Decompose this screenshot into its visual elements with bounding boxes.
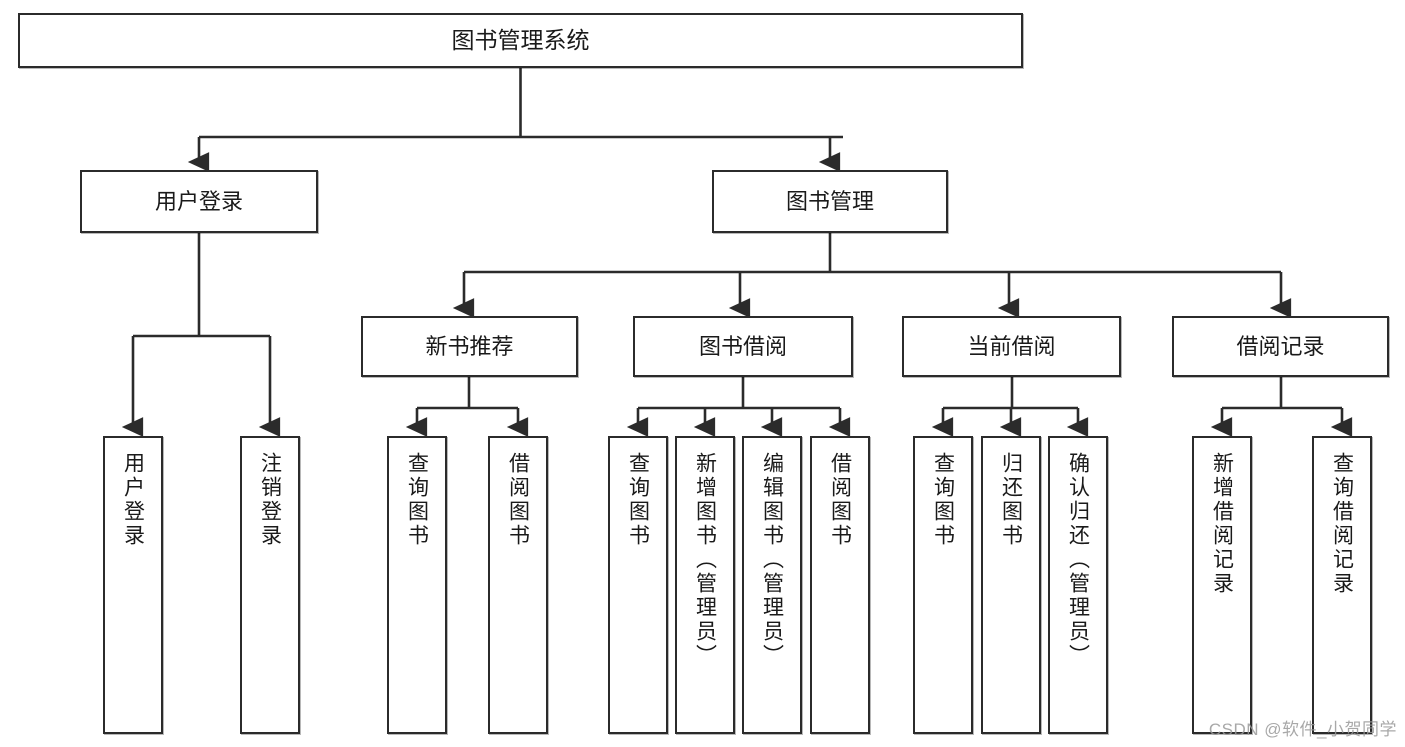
node-leaf-query-book-3[interactable]: 查询图书 (913, 436, 973, 734)
node-label: 当前借阅 (967, 333, 1056, 359)
node-label: 用户登录 (154, 188, 243, 214)
node-label: 借阅图书 (828, 452, 852, 548)
node-borrow-record[interactable]: 借阅记录 (1172, 316, 1389, 377)
node-label: 用户登录 (121, 452, 145, 548)
node-leaf-borrow-book-1[interactable]: 借阅图书 (488, 436, 548, 734)
node-new-book-recommend[interactable]: 新书推荐 (361, 316, 578, 377)
node-label: 查询借阅记录 (1330, 452, 1354, 596)
node-leaf-query-book-2[interactable]: 查询图书 (608, 436, 668, 734)
node-label: 查询图书 (931, 452, 955, 548)
node-label: 查询图书 (405, 452, 429, 548)
node-book-borrow[interactable]: 图书借阅 (633, 316, 853, 377)
node-user-login[interactable]: 用户登录 (80, 170, 318, 233)
node-label: 借阅图书 (506, 452, 530, 548)
watermark-text: CSDN @软件_小贺同学 (1208, 720, 1397, 739)
node-label: 图书管理系统 (451, 26, 590, 53)
node-leaf-add-book[interactable]: 新增图书（管理员） (675, 436, 735, 734)
node-leaf-query-book-1[interactable]: 查询图书 (387, 436, 447, 734)
node-root-system[interactable]: 图书管理系统 (18, 13, 1023, 68)
node-leaf-logout[interactable]: 注销登录 (240, 436, 300, 734)
node-book-management[interactable]: 图书管理 (712, 170, 948, 233)
node-label: 图书借阅 (698, 333, 787, 359)
node-leaf-confirm-return[interactable]: 确认归还（管理员） (1048, 436, 1108, 734)
node-label: 归还图书 (999, 452, 1023, 548)
node-label: 注销登录 (258, 452, 282, 548)
node-label: 确认归还（管理员） (1066, 452, 1090, 668)
node-label: 编辑图书（管理员） (760, 452, 784, 668)
node-leaf-add-record[interactable]: 新增借阅记录 (1192, 436, 1252, 734)
node-leaf-user-login[interactable]: 用户登录 (103, 436, 163, 734)
node-label: 图书管理 (785, 188, 874, 214)
node-label: 查询图书 (626, 452, 650, 548)
node-label: 新增借阅记录 (1210, 452, 1234, 596)
node-label: 新增图书（管理员） (693, 452, 717, 668)
node-current-borrow[interactable]: 当前借阅 (902, 316, 1121, 377)
node-label: 新书推荐 (425, 333, 514, 359)
node-leaf-return-book[interactable]: 归还图书 (981, 436, 1041, 734)
node-leaf-edit-book[interactable]: 编辑图书（管理员） (742, 436, 802, 734)
node-leaf-borrow-book-2[interactable]: 借阅图书 (810, 436, 870, 734)
node-leaf-query-record[interactable]: 查询借阅记录 (1312, 436, 1372, 734)
node-label: 借阅记录 (1236, 333, 1325, 359)
